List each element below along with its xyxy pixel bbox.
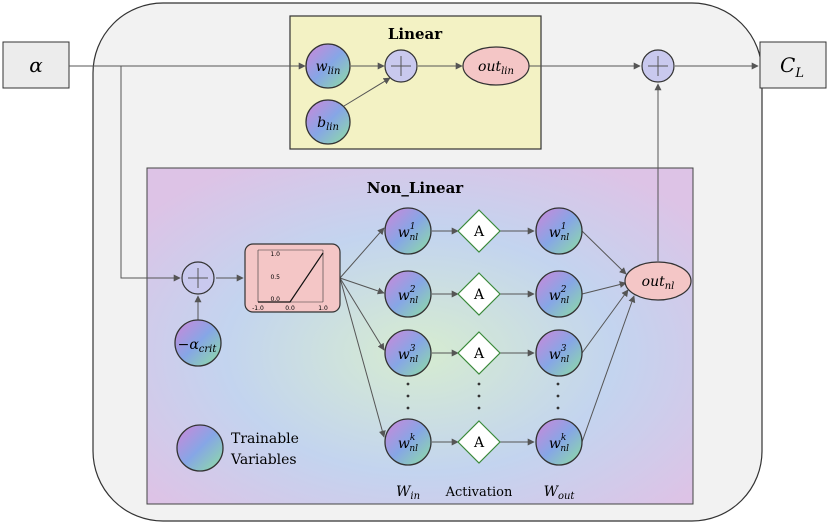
svg-text:0.0: 0.0 [270, 296, 280, 303]
svg-text:outlin: outlin [478, 59, 514, 77]
svg-text:outnl: outnl [642, 274, 675, 292]
svg-text:A: A [473, 435, 485, 451]
svg-text:0.0: 0.0 [285, 305, 295, 312]
activation-node-2: A [457, 272, 501, 316]
edge-blin-sum [343, 77, 391, 107]
edge-wout2-outnl [581, 281, 627, 295]
edge-alpha-nlsum [120, 66, 181, 282]
linear-sum-node [384, 49, 418, 83]
svg-text:0.5: 0.5 [270, 274, 280, 281]
final-sum-node [641, 49, 675, 83]
svg-text:1.0: 1.0 [318, 305, 328, 312]
nonlinear-title: Non_Linear [367, 179, 465, 197]
edge-relu-win2 [339, 277, 385, 295]
legend-swatch [176, 424, 224, 472]
out-lin-node: outlin [462, 46, 530, 86]
svg-text:wlin: wlin [316, 59, 341, 77]
edge-wout3-outnl [581, 289, 629, 354]
svg-text:A: A [473, 346, 485, 362]
svg-text:−αcrit: −αcrit [178, 337, 218, 355]
activation-label: Activation [445, 485, 513, 500]
edge-relu-wink [339, 277, 386, 438]
connectors [69, 62, 759, 446]
w-in-label: Win [396, 484, 420, 502]
svg-text:1.0: 1.0 [270, 251, 280, 258]
activation-node-3: A [457, 331, 501, 375]
alpha-crit-node: −αcrit [174, 319, 222, 367]
alpha-label: α [29, 53, 43, 77]
legend-line1: Trainable [231, 431, 299, 447]
relu-plot: 1.0 0.5 0.0 -1.0 0.0 1.0 [244, 243, 341, 313]
cl-output-box [759, 41, 827, 89]
svg-text:-1.0: -1.0 [252, 305, 264, 312]
activation-node-1: A [457, 209, 501, 253]
edge-relu-win3 [339, 277, 385, 351]
cl-label: CL [780, 53, 804, 81]
edge-wout1-outnl [581, 230, 627, 275]
out-nl-node: outnl [624, 261, 692, 301]
alpha-input-box [2, 41, 70, 89]
activation-node-k: A [457, 420, 501, 464]
svg-text:A: A [473, 224, 485, 240]
legend: Trainable Variables [176, 424, 299, 472]
edge-relu-win1 [339, 227, 385, 279]
edge-woutk-outnl [581, 295, 636, 443]
w-out-label: Wout [544, 484, 576, 502]
ellipsis-dots [406, 382, 560, 410]
b-lin-node: blin [305, 99, 351, 145]
linear-title: Linear [388, 25, 443, 43]
w-lin-node: wlin [305, 43, 351, 89]
legend-line2: Variables [230, 452, 297, 468]
nonlinear-sum-node [181, 261, 215, 295]
svg-text:A: A [473, 287, 485, 303]
svg-text:blin: blin [317, 115, 339, 133]
